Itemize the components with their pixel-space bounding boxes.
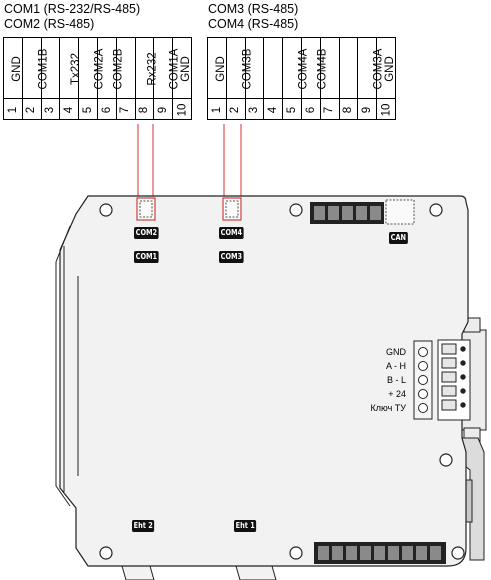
vent-slot <box>332 546 343 560</box>
screw-hole <box>289 546 303 560</box>
right-terminal-table: GND COM3B COM4A COM4B COM3A GND 1 2 3 4 … <box>207 37 396 120</box>
eth2-label: Eht 2 <box>132 520 155 532</box>
pin-number-cell: 7 <box>115 98 136 120</box>
right-terminal-names-row: GND COM3B COM4A COM4B COM3A GND <box>207 37 396 99</box>
com1-label: COM1 <box>134 251 159 263</box>
left-rail-outer <box>55 225 71 507</box>
power-terminal-pins <box>441 343 466 411</box>
mount-tab-left <box>121 565 155 580</box>
pin-number-cell: 10 <box>172 98 192 120</box>
screw-hole <box>99 203 113 217</box>
connection-lines <box>137 124 242 198</box>
led-key <box>418 403 428 413</box>
pin-number-cell: 8 <box>134 98 155 120</box>
right-terminal-numbers-row: 1 2 3 4 5 6 7 8 9 10 <box>207 98 396 120</box>
top-vent-block <box>310 202 384 224</box>
vent-slot <box>318 546 329 560</box>
com2-label: COM2 <box>134 227 159 239</box>
left-header: COM1 (RS-232/RS-485) COM2 (RS-485) <box>4 2 140 32</box>
can-port <box>385 199 415 225</box>
vent-slot <box>416 546 427 560</box>
terminal-pin <box>441 399 457 411</box>
screw-hole <box>289 203 303 217</box>
com3-label: COM3 <box>219 251 244 263</box>
led-24v <box>418 389 428 399</box>
left-terminal-names-row: GND COM1B Tx232 COM2A COM2B Rx232 COM1A … <box>3 37 192 99</box>
led-caption: Ключ ТУ <box>370 403 406 413</box>
vent-slot <box>346 546 357 560</box>
vent-slot <box>388 546 399 560</box>
left-terminal-numbers-row: 1 2 3 4 5 6 7 8 9 10 <box>3 98 192 120</box>
terminal-screw <box>460 346 466 352</box>
com4-port <box>222 197 242 221</box>
left-terminal-table: GND COM1B Tx232 COM2A COM2B Rx232 COM1A … <box>3 37 192 120</box>
led-caption: + 24 <box>388 389 406 399</box>
vent-slot <box>342 206 353 220</box>
screw-holes <box>99 203 465 560</box>
left-header-line2: COM2 (RS-485) <box>4 17 95 31</box>
terminal-screw <box>460 360 466 366</box>
right-header-line1: COM3 (RS-485) <box>208 2 299 16</box>
led-b-l <box>418 375 428 385</box>
pin-number-cell: 1 <box>207 98 227 120</box>
led-caption: B - L <box>386 375 406 385</box>
terminal-screw <box>460 388 466 394</box>
screw-hole <box>429 203 443 217</box>
led-gnd <box>418 347 428 357</box>
left-header-line1: COM1 (RS-232/RS-485) <box>4 2 141 16</box>
vent-slot <box>402 546 413 560</box>
right-header-line2: COM4 (RS-485) <box>208 17 299 31</box>
com2-port <box>136 197 156 221</box>
terminal-pin <box>441 357 457 369</box>
terminal-pin <box>441 385 457 397</box>
screw-hole <box>439 453 453 467</box>
terminal-screw <box>460 402 466 408</box>
terminal-pin <box>441 343 457 355</box>
pin-number-cell: 10 <box>376 98 396 120</box>
vent-slot <box>356 206 367 220</box>
screw-hole <box>99 546 113 560</box>
eth1-label: Eht 1 <box>234 520 257 532</box>
vent-slot <box>430 546 441 560</box>
vent-slot <box>314 206 325 220</box>
terminal-screw <box>460 374 466 380</box>
pin-number-cell: 2 <box>225 98 246 120</box>
led-set <box>418 347 428 413</box>
led-caption: GND <box>386 347 406 357</box>
vent-slot <box>370 206 381 220</box>
com4-label: COM4 <box>219 227 244 239</box>
right-header: COM3 (RS-485) COM4 (RS-485) <box>208 2 298 32</box>
device-board <box>59 195 469 567</box>
can-label: CAN <box>389 232 408 244</box>
led-caption: A - H <box>385 361 406 371</box>
screw-hole <box>451 546 465 560</box>
vent-slot <box>328 206 339 220</box>
vent-slot <box>374 546 385 560</box>
led-a-h <box>418 361 428 371</box>
mount-tab-right <box>235 565 277 580</box>
bottom-vent-block <box>314 542 446 564</box>
vent-slot <box>360 546 371 560</box>
terminal-pin <box>441 371 457 383</box>
